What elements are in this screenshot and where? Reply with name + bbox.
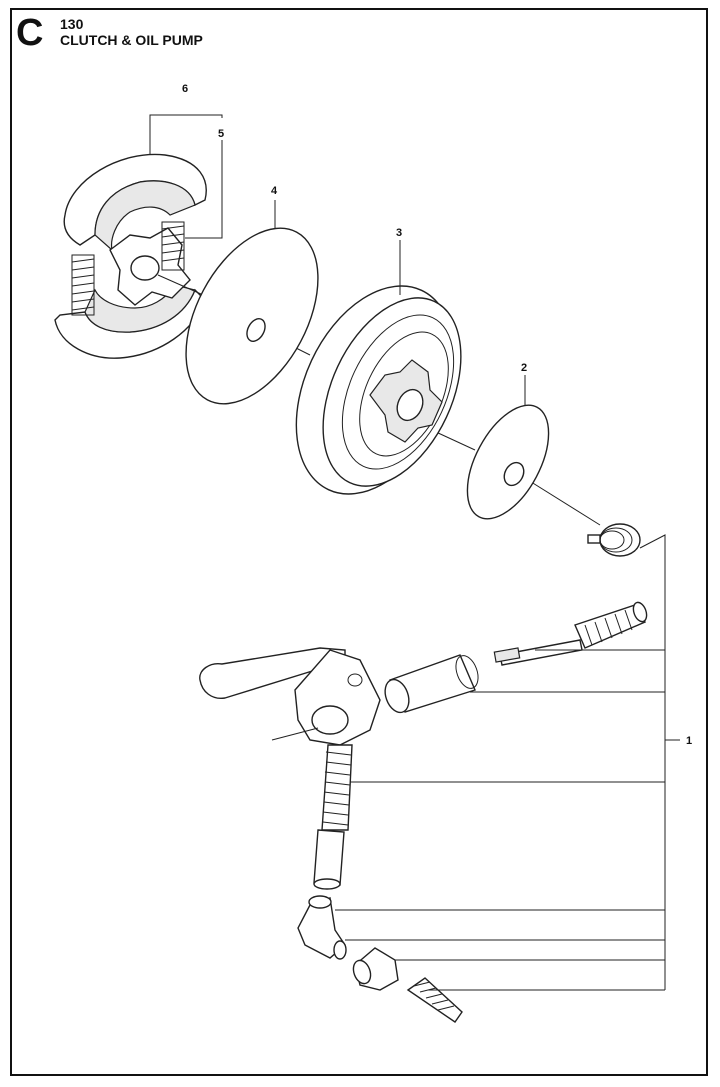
check-valve[interactable] bbox=[350, 947, 399, 991]
clutch-drum[interactable] bbox=[265, 261, 489, 520]
washer-disc[interactable] bbox=[159, 206, 345, 425]
section-letter: C bbox=[16, 12, 44, 54]
pump-worm-shaft[interactable] bbox=[493, 601, 649, 666]
callout-3: 3 bbox=[396, 227, 402, 239]
pump-body[interactable] bbox=[199, 647, 381, 746]
drive-spring[interactable] bbox=[587, 523, 641, 557]
page-title: CLUTCH & OIL PUMP bbox=[60, 32, 203, 48]
callout-6: 6 bbox=[182, 83, 188, 95]
clutch-spring-right bbox=[161, 221, 185, 271]
oil-hose[interactable] bbox=[313, 744, 353, 890]
threaded-nozzle[interactable] bbox=[406, 977, 463, 1023]
callout-5: 5 bbox=[218, 128, 224, 140]
clutch-spring-left bbox=[71, 254, 95, 316]
elbow-fitting[interactable] bbox=[297, 895, 347, 960]
clutch-assembly[interactable] bbox=[54, 153, 207, 359]
page-number: 130 bbox=[60, 16, 84, 32]
callout-2: 2 bbox=[521, 362, 527, 374]
pump-plunger[interactable] bbox=[381, 653, 482, 716]
small-washer[interactable] bbox=[451, 392, 566, 532]
page-frame bbox=[10, 8, 708, 1076]
callout-1: 1 bbox=[686, 735, 692, 747]
callout-4: 4 bbox=[271, 185, 278, 197]
